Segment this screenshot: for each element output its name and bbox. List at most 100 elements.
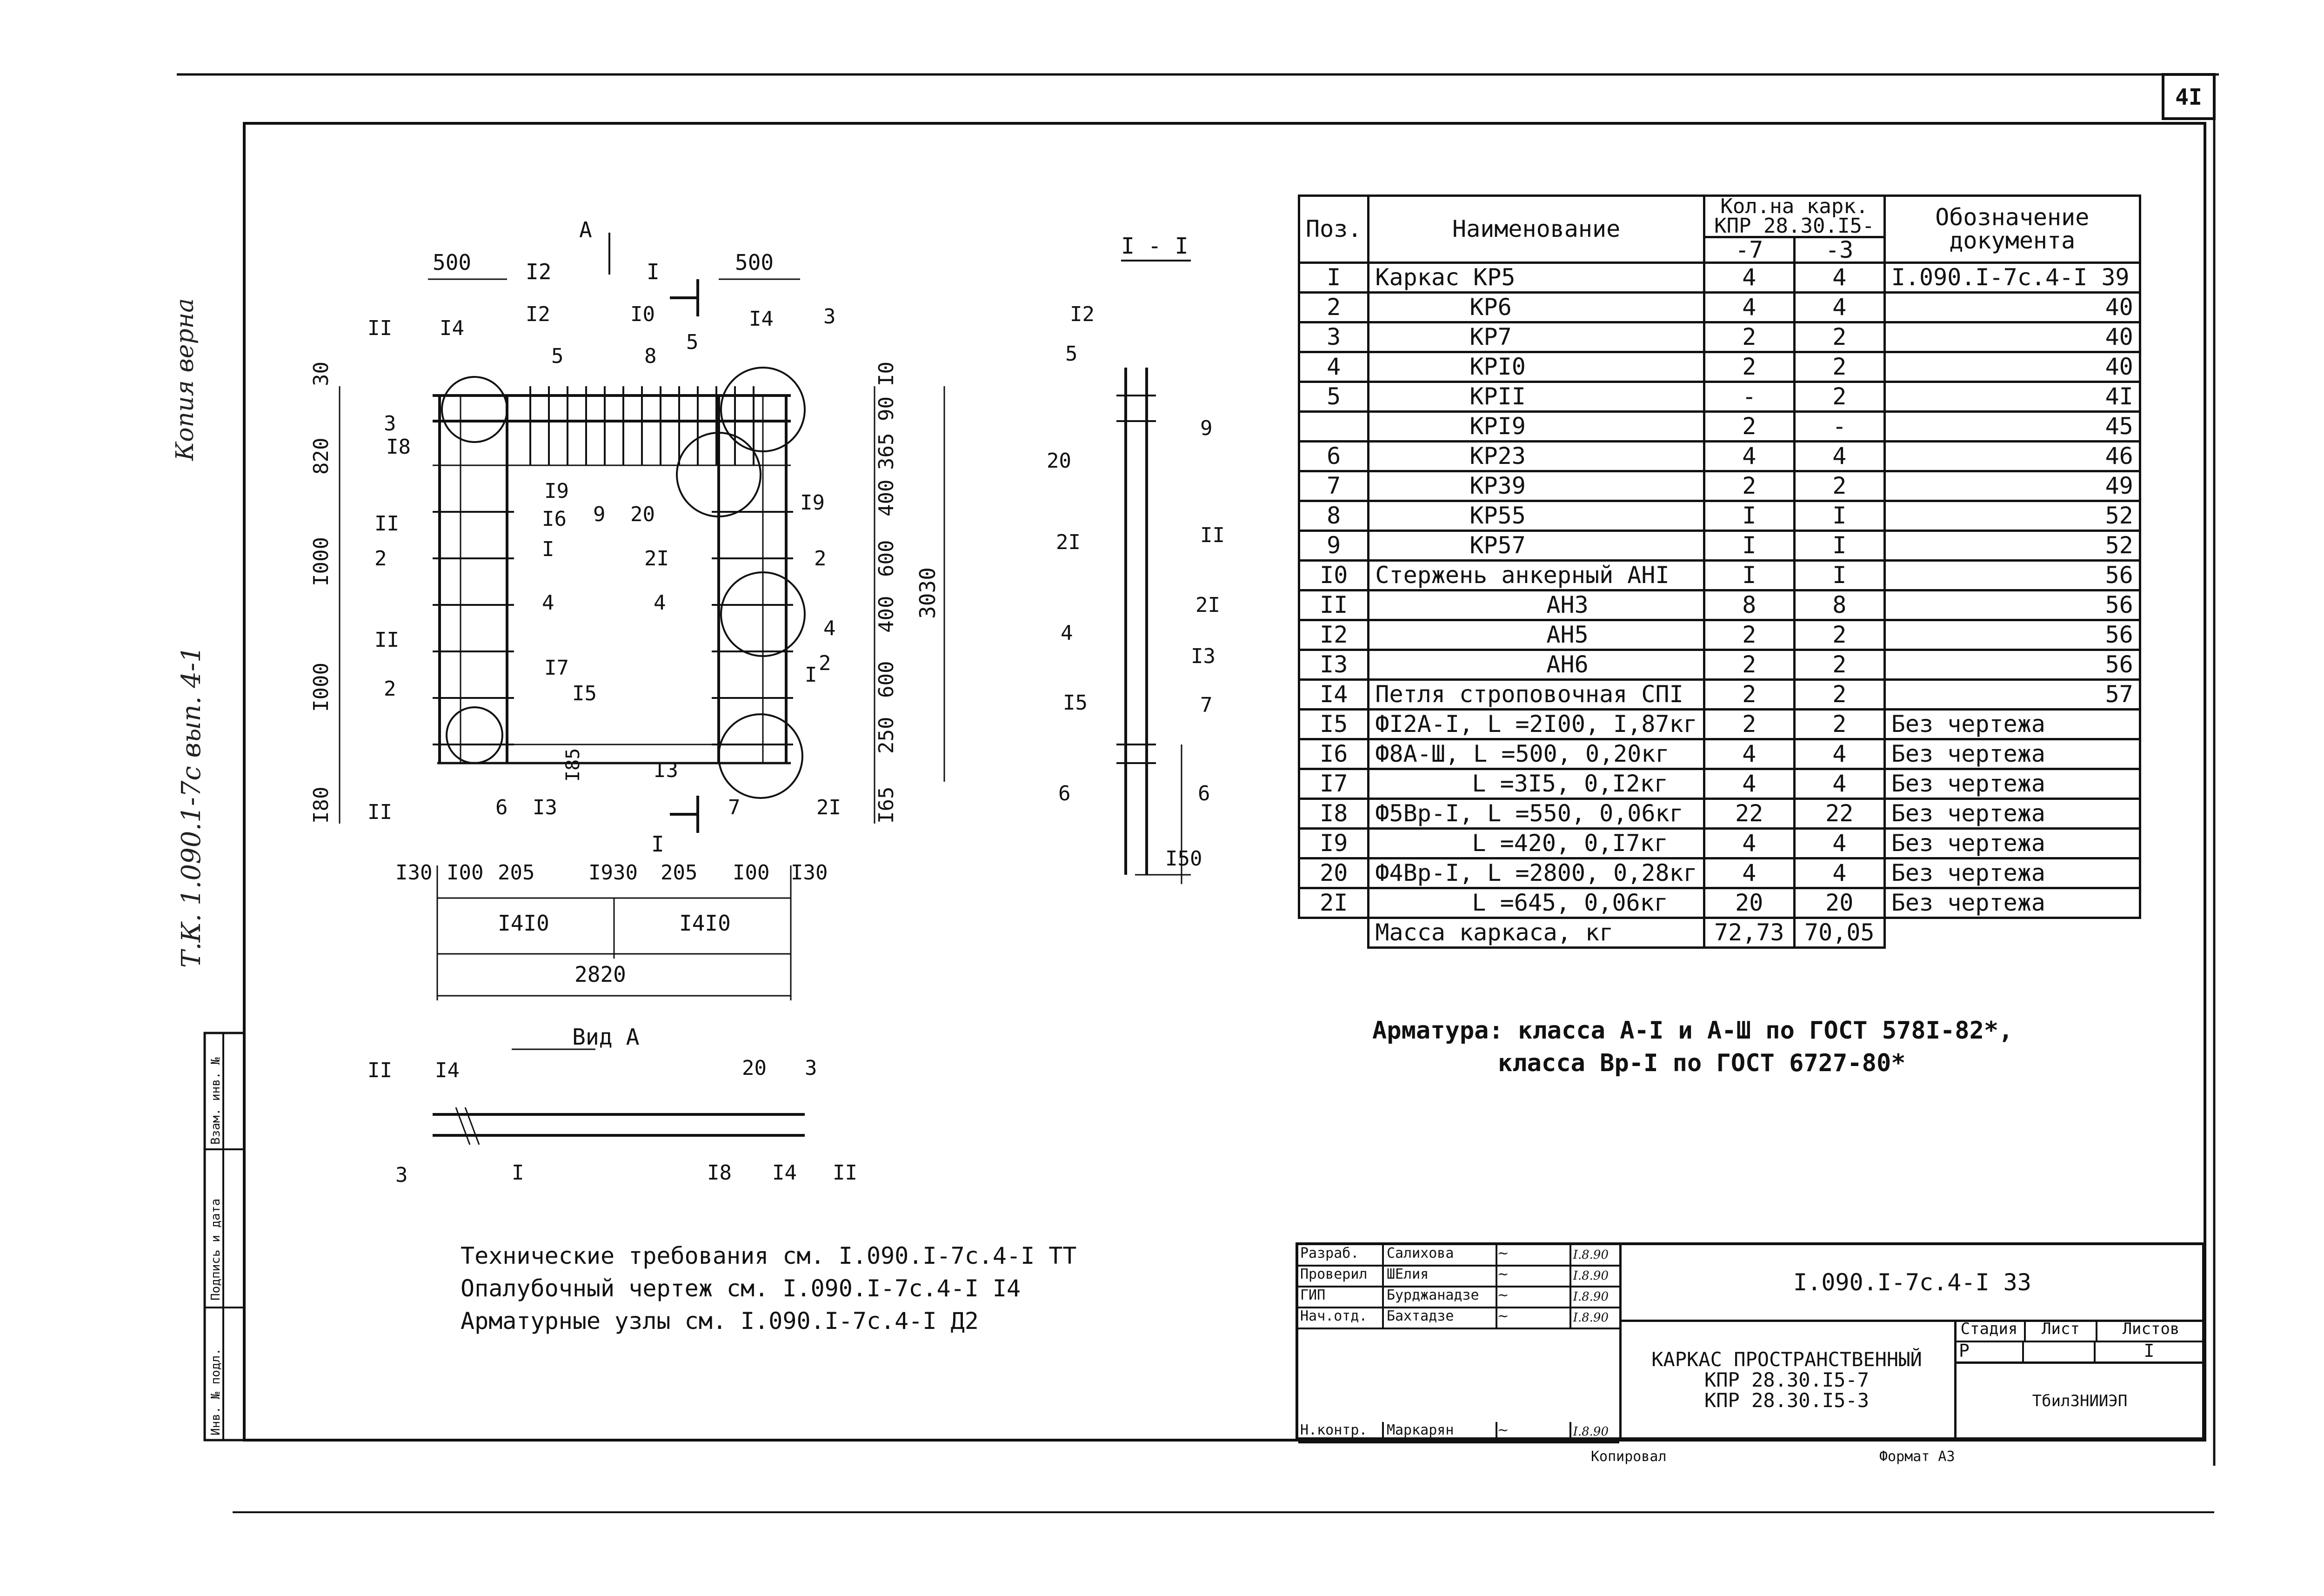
row-name: Стержень анкерный АНI: [1367, 559, 1705, 591]
pos-mark: 20: [630, 503, 655, 526]
pos-mark: I5: [572, 682, 597, 705]
signature-name: Салихова: [1384, 1245, 1497, 1265]
dim-right-400a: 400: [875, 480, 898, 516]
sheets-label: Листов: [2122, 1320, 2180, 1338]
pos-mark: 4: [542, 591, 554, 615]
pos-mark: II: [367, 316, 392, 340]
row-qty-a: 8: [1703, 589, 1796, 621]
stamp-replace: Взам. инв. №: [209, 1057, 223, 1145]
row-qty-a: 4: [1703, 291, 1796, 323]
row-pos: 9: [1297, 529, 1370, 562]
pos-mark: 7: [728, 796, 741, 819]
sec-mark: 2I: [1195, 593, 1220, 617]
pos-mark: 2: [819, 651, 831, 675]
signature-name: ШЕлия: [1384, 1266, 1497, 1286]
signature-mark-icon: ~: [1497, 1422, 1571, 1442]
row-name: КР57: [1367, 529, 1705, 562]
row-name: Каркас КР5: [1367, 261, 1705, 294]
row-pos: 8: [1297, 499, 1370, 532]
pos-mark: I0: [630, 302, 655, 326]
signature-name: Бурджанадзе: [1384, 1287, 1497, 1307]
row-doc: Без чертежа: [1883, 708, 2141, 740]
pos-mark: 5: [686, 330, 699, 354]
pos-mark: II: [367, 800, 392, 824]
view-mark: I: [512, 1161, 524, 1185]
row-qty-a: 4: [1703, 261, 1796, 294]
dim-right-600a: 600: [875, 540, 898, 577]
col-doc-header: Обозначение документа: [1883, 194, 2141, 264]
pos-mark: 8: [644, 344, 657, 368]
requirements-note-1: Технические требования см. I.090.I-7с.4-…: [461, 1242, 1077, 1269]
stage-label: Стадия: [1954, 1320, 2026, 1341]
col-qty-a-header: -7: [1703, 235, 1796, 264]
row-pos: I9: [1297, 827, 1370, 859]
signature-date: I.8.90: [1573, 1248, 1609, 1262]
stamp-sign: Подпись и дата: [209, 1199, 223, 1301]
mass-a: 72,73: [1703, 916, 1796, 949]
pos-mark: I3: [533, 796, 557, 819]
signature-name: Бахтадзе: [1384, 1308, 1497, 1328]
row-qty-b: 2: [1793, 321, 1886, 353]
row-qty-a: I: [1703, 499, 1796, 532]
row-qty-a: 2: [1703, 469, 1796, 502]
signature-role: Н.контр.: [1298, 1422, 1384, 1442]
signature-date: I.8.90: [1573, 1425, 1609, 1439]
view-mark: 3: [805, 1056, 817, 1080]
row-qty-b: 4: [1793, 857, 1886, 889]
dim-bottom-100a: I00: [447, 861, 483, 885]
dim-top-500-right: 500: [735, 250, 774, 275]
row-doc: 49: [1883, 469, 2141, 502]
title-line-3: КПР 28.30.I5-3: [1704, 1389, 1869, 1412]
row-qty-a: 2: [1703, 410, 1796, 443]
row-pos: I6: [1297, 738, 1370, 770]
signature-name: Маркарян: [1384, 1422, 1497, 1442]
dim-bottom-100b: I00: [733, 861, 769, 885]
row-pos: 4: [1297, 350, 1370, 383]
pos-mark: 2: [814, 547, 827, 570]
row-name: КРI0: [1367, 350, 1705, 383]
row-qty-a: I: [1703, 529, 1796, 562]
row-doc: 56: [1883, 589, 2141, 621]
row-name: АН6: [1367, 648, 1705, 681]
row-qty-b: 4: [1793, 767, 1886, 800]
doc-code: I.090.I-7с.4-I 33: [1793, 1269, 2031, 1296]
signature-role: ГИП: [1298, 1287, 1384, 1307]
pos-mark: 2: [384, 677, 396, 701]
pos-mark: I: [805, 663, 817, 687]
view-a-drawing: [433, 1048, 805, 1145]
armature-note-2: класса Вр-I по ГОСТ 6727-80*: [1498, 1049, 1906, 1077]
col-qty-header: Кол.на карк. КПР 28.30.I5-: [1703, 194, 1886, 238]
view-title: Вид А: [572, 1024, 640, 1050]
col-pos-header: Поз.: [1297, 194, 1370, 264]
section-marks: I - I I2 5 20 9 2I II 2I 4 I3 I5 7 6 6 I…: [1047, 233, 1225, 871]
row-pos: II: [1297, 589, 1370, 621]
dim-right-600b: 600: [875, 661, 898, 698]
row-qty-a: 4: [1703, 767, 1796, 800]
signature-date: I.8.90: [1573, 1311, 1609, 1325]
section-title: I - I: [1121, 233, 1189, 259]
pos-mark: 6: [495, 796, 508, 819]
sec-mark: 20: [1047, 449, 1071, 473]
signature-mark-icon: ~: [1497, 1266, 1571, 1286]
pos-mark: 4: [654, 591, 666, 615]
row-pos: I5: [1297, 708, 1370, 740]
row-pos: 20: [1297, 857, 1370, 889]
title-line-2: КПР 28.30.I5-7: [1704, 1368, 1869, 1391]
dim-right-365: 365: [875, 433, 898, 470]
row-name: Ф8А-Ш, L =500, 0,20кг: [1367, 738, 1705, 770]
view-mark: II: [367, 1059, 392, 1082]
row-pos: 2: [1297, 291, 1370, 323]
row-pos: I2: [1297, 618, 1370, 651]
signature-role: Разраб.: [1298, 1245, 1384, 1265]
row-qty-b: 2: [1793, 618, 1886, 651]
